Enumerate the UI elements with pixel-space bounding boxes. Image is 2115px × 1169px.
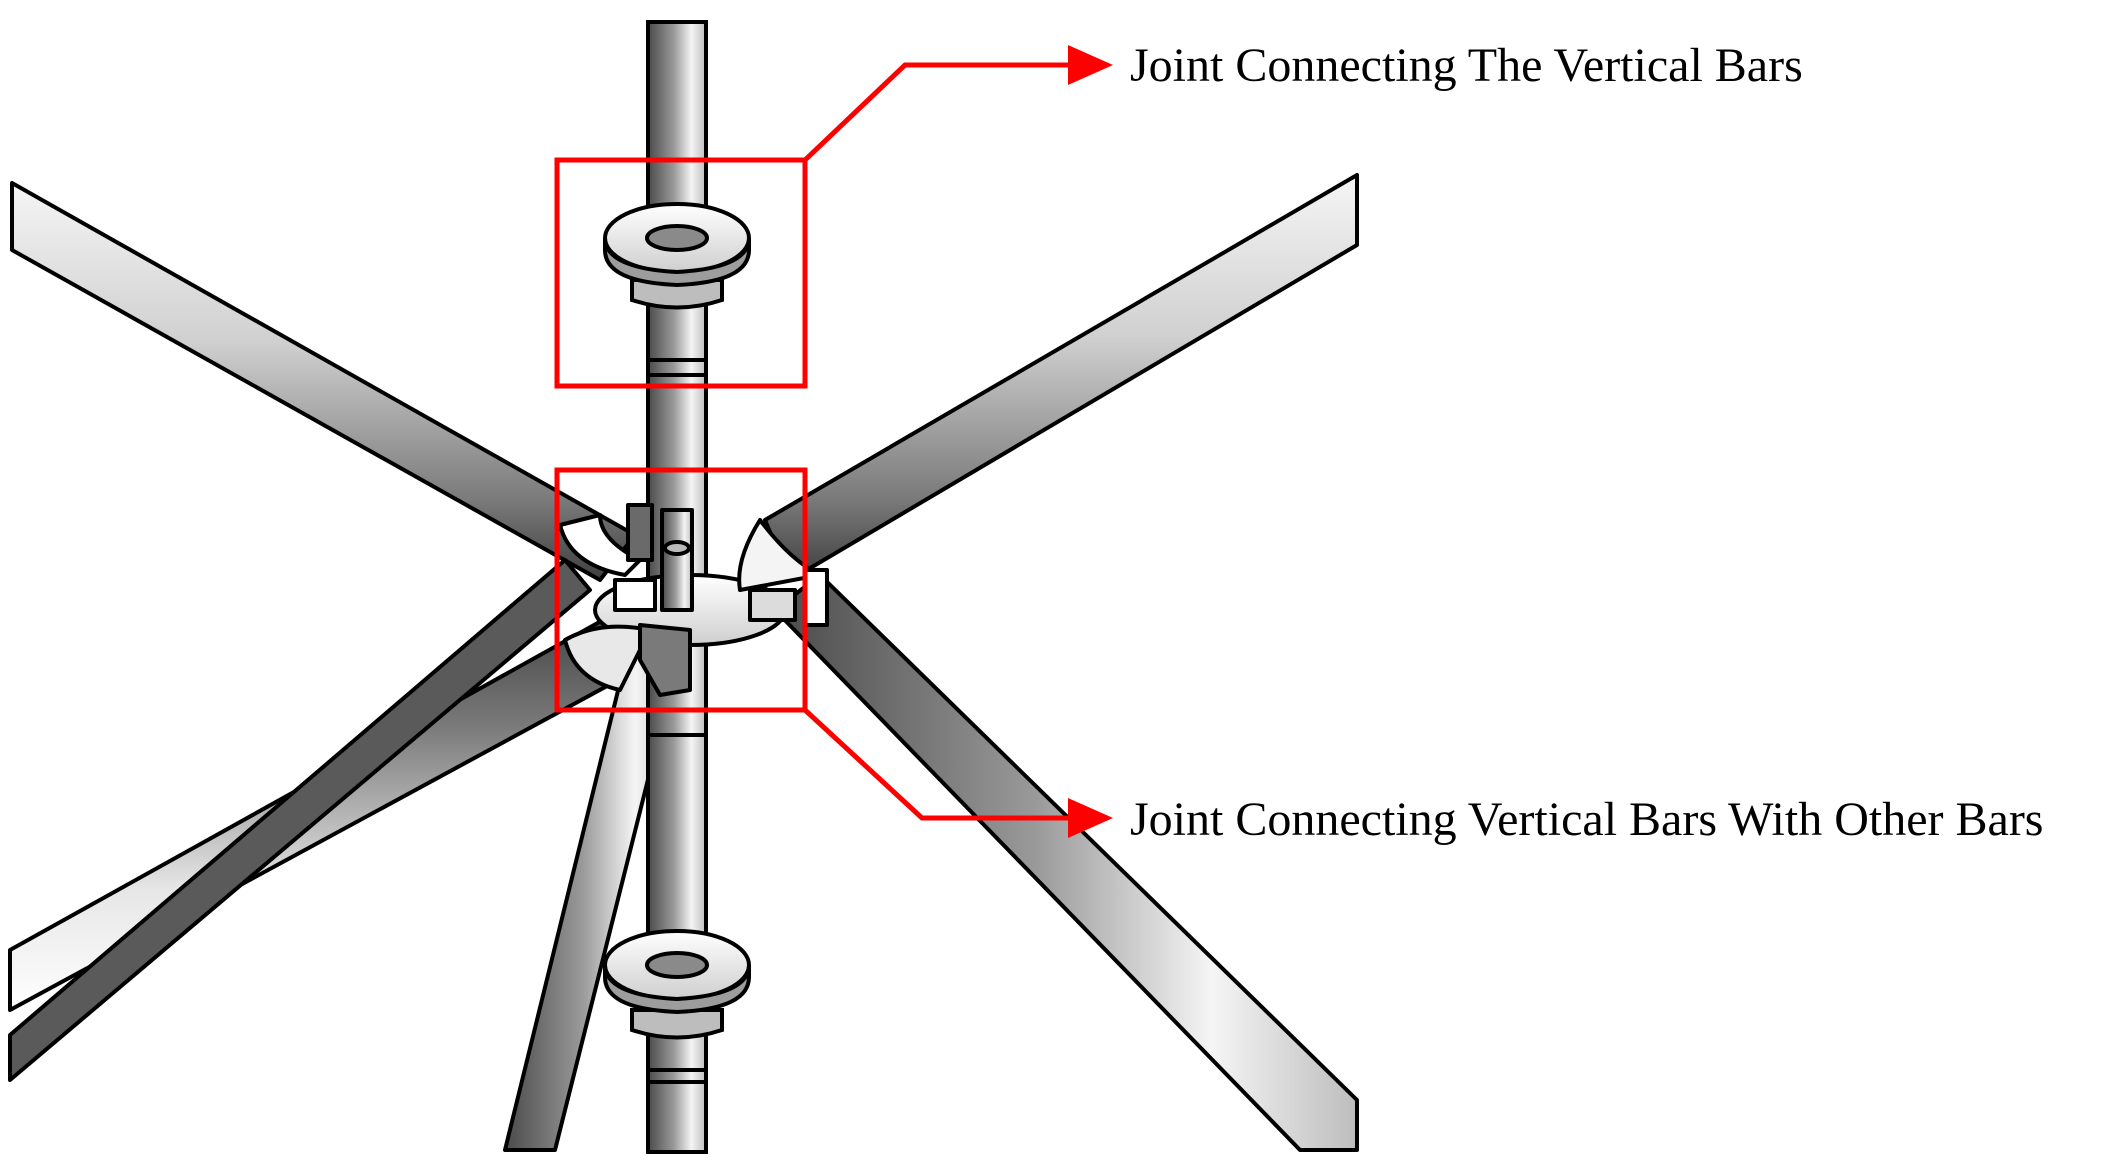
diagonal-bar-upper-right xyxy=(763,173,1359,582)
wedge-clamp xyxy=(803,568,829,627)
callouts xyxy=(554,45,1113,838)
diagonal-bar-upper-left xyxy=(10,181,637,582)
wedge-clamp xyxy=(626,503,654,562)
lower-joint-leader-line xyxy=(803,708,1113,838)
upper-joint-label: Joint Connecting The Vertical Bars xyxy=(1130,39,1803,92)
central-joint-hub xyxy=(558,503,829,697)
wedge-clamp xyxy=(748,588,797,622)
upper-joint-callout-box xyxy=(554,157,808,389)
wedge-clamp xyxy=(638,623,692,697)
diagonal-bar-far-left xyxy=(8,558,592,1082)
wedge-clamp xyxy=(613,578,657,612)
diagonal-bar-lower-right xyxy=(773,573,1359,1152)
lower-joint-label: Joint Connecting Vertical Bars With Othe… xyxy=(1130,793,2043,846)
lower-joint-callout-box xyxy=(554,467,808,713)
upper-joint-leader-line xyxy=(803,45,1113,162)
lower-joint-disk xyxy=(603,929,751,1040)
upper-joint-disk xyxy=(603,202,751,310)
scaffold-bars xyxy=(8,173,1359,1152)
